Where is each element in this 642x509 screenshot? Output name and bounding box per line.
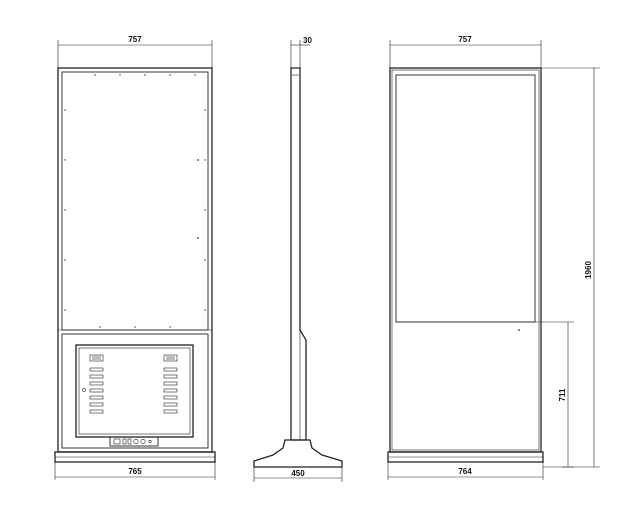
back-upper-panel [395,74,536,323]
total-height-label: 1960 [584,261,593,279]
front-base-width-label: 765 [128,467,142,476]
lower-height-dimension: 711 [535,321,574,468]
back-base-dimension: 764 [387,462,544,480]
front-vent-right [163,354,178,414]
back-outer-frame [389,67,542,453]
back-top-dimension: 757 [389,35,542,68]
side-depth-label: 30 [303,36,312,45]
front-outer-frame [57,67,213,453]
back-top-width-label: 757 [458,35,472,44]
back-view: 757 764 1960 711 [387,35,600,480]
side-body [290,67,307,441]
front-top-dimension: 757 [57,35,213,68]
front-vent-left [89,354,104,414]
front-lower-cabinet [61,333,209,449]
side-base-width-label: 450 [291,469,305,478]
side-depth-dimension: 30 [290,36,312,68]
total-height-dimension: 1960 [541,67,600,468]
lock-icon [82,388,86,392]
front-screen [61,71,209,331]
front-io-ports [109,436,159,447]
side-stand-foot [253,439,343,468]
front-view: 757 [54,35,216,480]
back-base-width-label: 764 [458,467,472,476]
front-top-width-label: 757 [128,35,142,44]
lower-height-label: 711 [558,388,567,401]
front-screw-dots [64,74,206,328]
side-base-dimension: 450 [253,467,343,482]
side-view: 30 450 [253,36,343,482]
front-base-dimension: 765 [54,462,216,480]
